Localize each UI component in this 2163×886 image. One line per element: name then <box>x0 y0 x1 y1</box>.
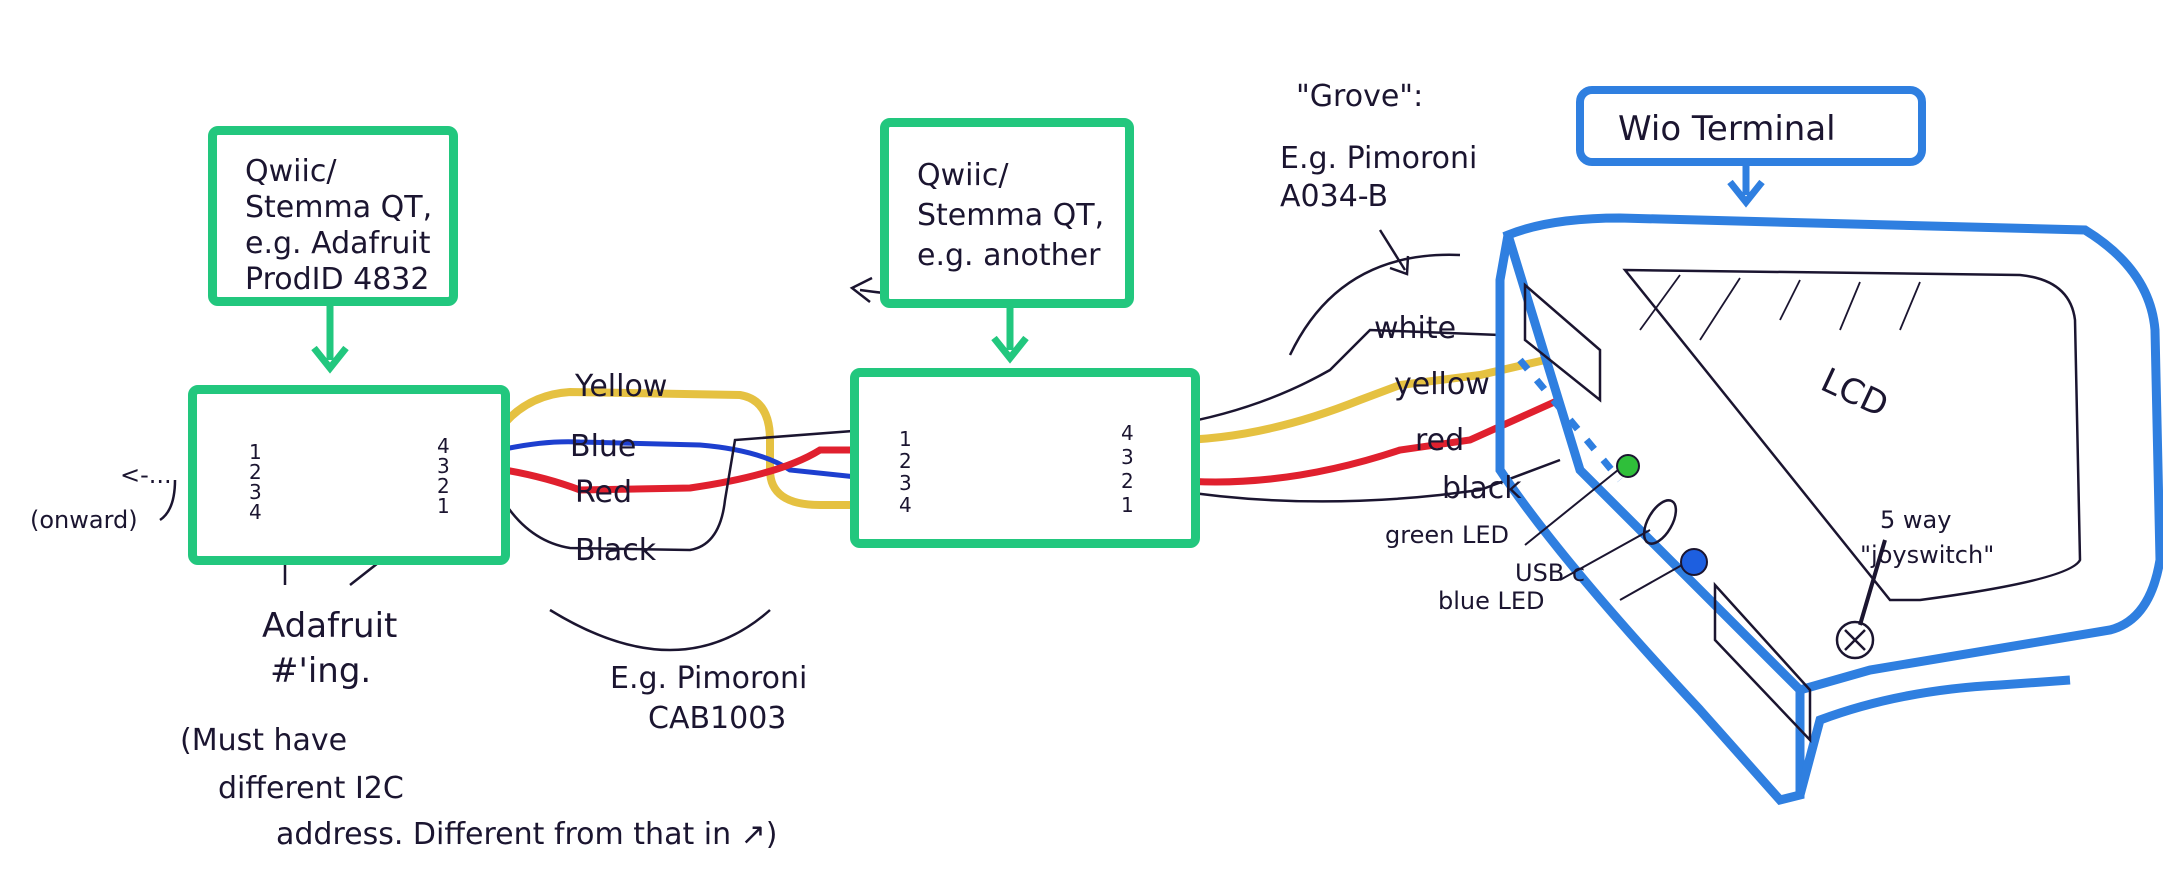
left-board-pin-r2: 2 <box>437 474 450 498</box>
mid-callout-arrowhead <box>991 335 1029 364</box>
numbering-note-line-2: #'ing. <box>270 651 372 691</box>
left-board-pin-l1: 1 <box>249 440 262 464</box>
left-qwiic-line-4: ProdID 4832 <box>245 262 430 297</box>
mid-qwiic-line-1: Qwiic/ <box>917 158 1009 193</box>
qwiic-wire-label-black: Black <box>575 533 657 568</box>
grove-black-wire <box>1171 458 1561 503</box>
mid-qwiic-callout-box: Qwiic/ Stemma QT, e.g. another <box>880 118 1134 308</box>
left-qwiic-line-1: Qwiic/ <box>245 154 337 189</box>
cable-brace <box>549 608 771 652</box>
left-board-pin-r4: 4 <box>437 434 450 458</box>
left-board-pin-r1: 1 <box>437 494 450 518</box>
grove-line-2: E.g. Pimoroni <box>1280 141 1478 176</box>
grove-red-wire <box>1171 391 1572 486</box>
blue-led-label: blue LED <box>1438 587 1545 615</box>
left-board-pin-l2: 2 <box>249 460 262 484</box>
mid-qwiic-line-2: Stemma QT, <box>917 198 1105 233</box>
usb-c-port <box>1642 499 1678 545</box>
mid-qwiic-line-3: e.g. another <box>917 238 1101 273</box>
onward-arrow-text: <-... <box>120 461 172 489</box>
wio-callout-arrowhead <box>1727 179 1765 208</box>
left-board-pin-r3: 3 <box>437 454 450 478</box>
address-note-line-2: different I2C <box>218 771 404 806</box>
usb-c-label: USB c <box>1515 559 1586 587</box>
green-led-pointer <box>1524 469 1619 546</box>
grove-wire-label-yellow: yellow <box>1394 367 1490 402</box>
grove-pointer-head <box>1389 255 1410 276</box>
blue-led-pointer <box>1619 564 1683 601</box>
side-slot-bottom <box>1713 581 1812 744</box>
wio-side-face <box>1495 234 1805 806</box>
side-edge-dashes <box>1517 357 1623 483</box>
mid-board-pin-l1: 1 <box>899 427 912 451</box>
qwiic-wire-label-yellow: Yellow <box>575 369 668 404</box>
grove-wire-label-red: red <box>1415 423 1465 458</box>
qwiic-black-wire <box>490 428 867 552</box>
mid-board-pin-r4: 4 <box>1121 421 1134 445</box>
blue-led-dot <box>1680 548 1708 576</box>
joyswitch-pointer <box>1858 539 1887 626</box>
onward-bracket <box>159 479 177 522</box>
left-qwiic-line-2: Stemma QT, <box>245 190 433 225</box>
joyswitch-label-1: 5 way <box>1880 506 1952 534</box>
mid-board-pin-l3: 3 <box>899 471 912 495</box>
left-qwiic-callout-box: Qwiic/ Stemma QT, e.g. Adafruit ProdID 4… <box>208 126 458 306</box>
address-note-line-1: (Must have <box>180 723 348 758</box>
qwiic-red-wire <box>491 446 866 494</box>
lcd-shading <box>1639 274 1921 341</box>
left-qwiic-board: 1 2 3 4 4 3 2 1 <box>188 385 510 565</box>
green-led-dot <box>1616 454 1640 478</box>
qwiic-wire-label-red: Red <box>575 475 632 510</box>
onward-text: (onward) <box>30 506 138 534</box>
wio-terminal-callout-box: Wio Terminal <box>1576 86 1926 166</box>
numbering-note-line-1: Adafruit <box>262 606 398 646</box>
mid-qwiic-board: 1 2 3 4 4 3 2 1 <box>850 368 1200 548</box>
usb-pointer <box>1559 529 1651 581</box>
wio-bottom-edge <box>1795 675 2071 797</box>
joyswitch-label-2: "joyswitch" <box>1860 541 1995 569</box>
another-pointer-arrowhead <box>849 276 873 303</box>
qwiic-yellow-wire <box>488 387 866 509</box>
wio-top-face <box>1502 213 2163 696</box>
mid-board-pin-r3: 3 <box>1121 445 1134 469</box>
joyswitch-cross <box>1844 629 1866 651</box>
left-qwiic-line-3: e.g. Adafruit <box>245 226 431 261</box>
left-callout-arrowhead <box>311 345 349 374</box>
joyswitch-circle <box>1835 620 1875 660</box>
grove-brace <box>1288 253 1461 356</box>
mid-board-pin-l2: 2 <box>899 449 912 473</box>
address-note-line-3: address. Different from that in ↗) <box>276 817 778 852</box>
grove-pointer <box>1378 229 1407 271</box>
grove-wire-label-white: white <box>1374 311 1457 346</box>
mid-board-pin-r2: 2 <box>1121 469 1134 493</box>
left-board-pin-l3: 3 <box>249 480 262 504</box>
side-slot-top <box>1523 282 1602 403</box>
grove-line-1: "Grove": <box>1296 79 1424 114</box>
qwiic-wire-label-blue: Blue <box>570 429 637 464</box>
wio-terminal-title: Wio Terminal <box>1618 109 1836 149</box>
grove-wire-label-black: black <box>1442 471 1522 506</box>
mid-board-pin-l4: 4 <box>899 493 912 517</box>
cable-label-line-1: E.g. Pimoroni <box>610 661 808 696</box>
cable-label-line-2: CAB1003 <box>648 701 787 736</box>
green-led-label: green LED <box>1385 521 1509 549</box>
left-board-pin-l4: 4 <box>249 500 262 524</box>
qwiic-blue-wire <box>491 439 867 481</box>
mid-board-pin-r1: 1 <box>1121 493 1134 517</box>
lcd-outline <box>1622 268 2082 602</box>
grove-line-3: A034-B <box>1280 179 1389 214</box>
